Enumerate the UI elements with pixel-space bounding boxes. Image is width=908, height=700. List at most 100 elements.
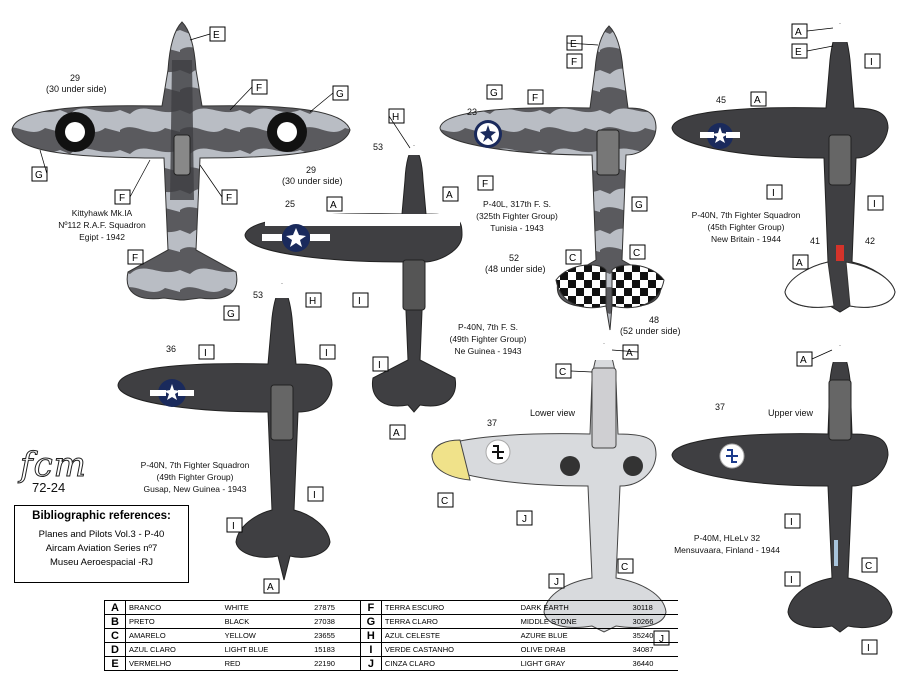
callout-a: A: [263, 578, 280, 594]
legend-pt: PRETO: [125, 614, 222, 629]
svg-text:A: A: [754, 95, 761, 106]
callout-c: C: [617, 558, 634, 574]
svg-text:C: C: [559, 367, 566, 378]
svg-text:E: E: [795, 47, 802, 58]
caption-line: Mensuvaara, Finland - 1944: [674, 545, 780, 555]
decal-number: 37: [487, 418, 497, 428]
legend-fs: 22190: [311, 656, 361, 671]
caption-line: (45th Fighter Group): [707, 222, 784, 232]
decal-number-note: (30 under side): [282, 176, 343, 186]
callout-g: G: [31, 166, 48, 182]
legend-en: WHITE: [221, 600, 312, 615]
svg-text:F: F: [119, 193, 125, 204]
legend-fs: 23655: [311, 628, 361, 643]
caption-line: Egipt - 1942: [79, 232, 125, 242]
decal-number: 36: [166, 344, 176, 354]
bibliography-box: Bibliographic references: Planes and Pil…: [14, 505, 189, 583]
legend-pt: AZUL CELESTE: [381, 628, 518, 643]
callout-g: G: [631, 196, 648, 212]
decal-number: 53: [253, 290, 263, 300]
callout-a: A: [750, 91, 767, 107]
svg-text:H: H: [309, 296, 316, 307]
legend-fs: 36440: [629, 656, 678, 671]
caption-line: Kittyhawk Mk.IA: [72, 208, 133, 218]
legend-fs: 30266: [629, 614, 678, 629]
caption-line: P-40N, 7th Fighter Squadron: [692, 210, 801, 220]
svg-text:G: G: [490, 88, 498, 99]
legend-pt: VERDE CASTANHO: [381, 642, 518, 657]
aircraft-p40m-lower: [431, 343, 667, 633]
svg-text:C: C: [621, 562, 628, 573]
aircraft-kittyhawk-top: [11, 21, 351, 301]
callout-c: C: [437, 492, 454, 508]
legend-row: E VERMELHO RED 22190 J CINZA CLARO LIGHT…: [104, 656, 678, 671]
svg-text:A: A: [795, 27, 802, 38]
aircraft-p40l-top: [439, 25, 665, 331]
svg-text:C: C: [569, 253, 576, 264]
bibliography-title: Bibliographic references:: [32, 510, 171, 522]
callout-c: C: [629, 244, 646, 260]
caption-line: P-40M, HLeLv 32: [694, 533, 760, 543]
decal-number: 53: [373, 142, 383, 152]
legend-pt: TERRA ESCURO: [381, 600, 518, 615]
callout-j: J: [516, 510, 533, 526]
callout-c: C: [861, 557, 878, 573]
decal-number: 52: [509, 253, 519, 263]
callout-i: I: [226, 517, 243, 533]
legend-fs: 27038: [311, 614, 361, 629]
bibliography-line: Planes and Pilots Vol.3 - P-40: [38, 529, 165, 540]
svg-text:J: J: [522, 514, 527, 525]
callout-h: H: [305, 292, 322, 308]
legend-key: J: [359, 656, 382, 671]
caption-line: P-40L, 317th F. S.: [483, 199, 551, 209]
svg-text:C: C: [441, 496, 448, 507]
callout-c: C: [565, 249, 582, 265]
svg-text:I: I: [358, 296, 361, 307]
decal-number: 23: [467, 107, 477, 117]
svg-text:A: A: [393, 428, 400, 439]
legend-pt: CINZA CLARO: [381, 656, 518, 671]
callout-i: I: [766, 184, 783, 200]
svg-text:A: A: [446, 190, 453, 201]
sheet-number: 72-24: [32, 480, 66, 495]
legend-row: D AZUL CLARO LIGHT BLUE 15183 I VERDE CA…: [104, 642, 678, 657]
legend-key: A: [104, 600, 126, 615]
callout-j: J: [548, 573, 565, 589]
caption-line: Nº112 R.A.F. Squadron: [58, 220, 146, 230]
svg-text:E: E: [213, 30, 220, 41]
legend-row: A BRANCO WHITE 27875 F TERRA ESCURO DARK…: [104, 600, 678, 615]
svg-text:J: J: [554, 577, 559, 588]
color-legend-table: A BRANCO WHITE 27875 F TERRA ESCURO DARK…: [104, 600, 678, 671]
legend-fs: 35240: [629, 628, 678, 643]
callout-e: E: [791, 43, 808, 59]
callout-a: A: [796, 351, 813, 367]
captions: Kittyhawk Mk.IA Nº112 R.A.F. Squadron Eg…: [58, 199, 800, 555]
decal-number: 42: [865, 236, 875, 246]
callout-g: G: [223, 305, 240, 321]
caption-line: (49th Fighter Group): [449, 334, 526, 344]
legend-en: OLIVE DRAB: [517, 642, 630, 657]
callout-a: A: [792, 254, 809, 270]
legend-key: B: [104, 614, 126, 629]
svg-text:F: F: [256, 83, 262, 94]
svg-text:F: F: [532, 93, 538, 104]
bibliography-line: Aircam Aviation Series nº7: [45, 543, 158, 554]
brand-logo: fcm 72-24: [20, 448, 87, 496]
legend-fs: 15183: [311, 642, 361, 657]
aircraft-p40n-49fg-top: [244, 145, 463, 413]
legend-pt: AMARELO: [125, 628, 222, 643]
legend-en: YELLOW: [221, 628, 312, 643]
caption-line: Tunisia - 1943: [490, 223, 544, 233]
svg-text:E: E: [570, 39, 577, 50]
callout-h: H: [388, 108, 405, 124]
callout-g: G: [486, 84, 503, 100]
legend-key: F: [359, 600, 382, 615]
legend-key: E: [104, 656, 126, 671]
svg-text:A: A: [800, 355, 807, 366]
decal-number-note: (52 under side): [620, 326, 681, 336]
callout-i: I: [319, 344, 336, 360]
caption-line: P-40N, 7th Fighter Squadron: [141, 460, 250, 470]
callout-a: A: [326, 196, 343, 212]
callout-i: I: [352, 292, 369, 308]
svg-text:G: G: [227, 309, 235, 320]
